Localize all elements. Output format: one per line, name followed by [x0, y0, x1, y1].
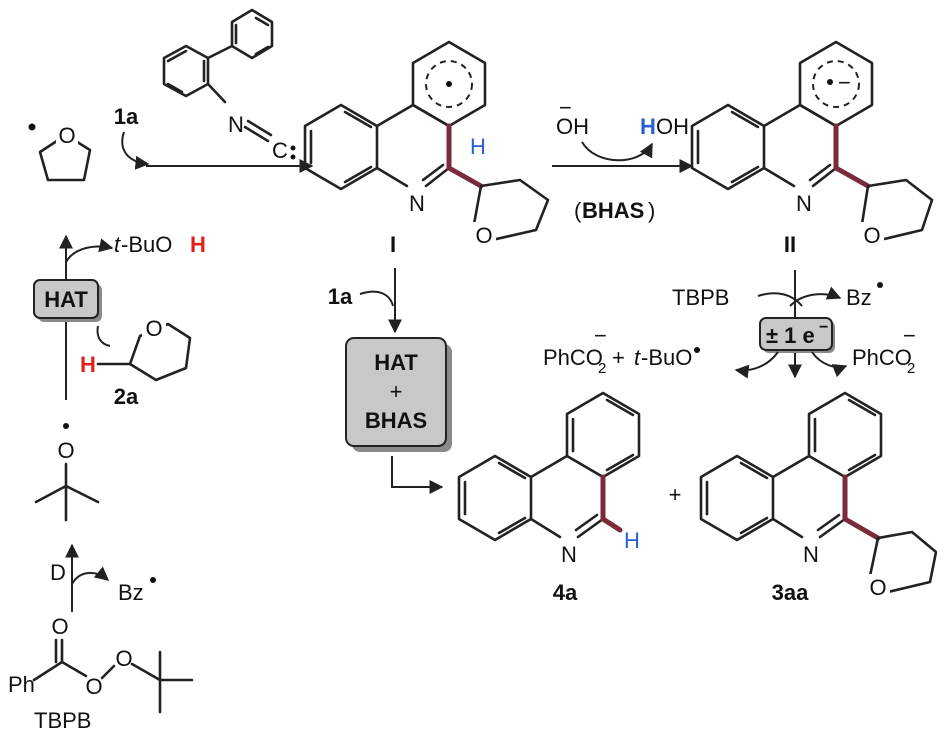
intermediate-I-hydrogen: H [470, 134, 486, 159]
bhas-label: BHAS [582, 198, 644, 223]
tbuo-radical-structure: O [34, 423, 100, 522]
product-3aa-structure: N O [699, 391, 937, 600]
product-4a-hydrogen: H [624, 528, 640, 553]
hat-left-box [33, 279, 99, 319]
tbuo-rest: -BuO [641, 345, 692, 370]
tbuoh-prefix: t [114, 232, 121, 257]
intermediate-I-structure: N H O [303, 40, 550, 248]
label-1a-mid: 1a [328, 284, 353, 309]
water-H: H [640, 114, 656, 139]
tbpb-phenyl: Ph [8, 672, 35, 697]
thf-2a-hydrogen: H [80, 352, 96, 377]
intermediate-II-structure: N − O [690, 40, 934, 248]
thf-oxygen: O [58, 123, 75, 148]
products-plus: + [669, 482, 682, 507]
phco2-right-charge: − [903, 323, 916, 348]
thf-radical-structure: O [28, 123, 92, 182]
isocyanide-1a-structure: N C [162, 8, 296, 163]
isocyanide-carbon: C [272, 138, 288, 163]
bhas-paren-open: ( [574, 198, 582, 223]
product-4a-nitrogen: N [561, 542, 577, 567]
benzoyl-radical-right: Bz [846, 285, 872, 310]
label-2a: 2a [114, 384, 139, 409]
decomposition-D: D [50, 560, 66, 585]
hat-left-label: HAT [44, 287, 88, 312]
tbpb-structure: Ph O O O [8, 614, 194, 714]
tbuo-oxygen: O [57, 438, 74, 463]
tbuo-prefix: t [634, 345, 641, 370]
thf-2a-oxygen: O [145, 316, 162, 341]
hat-bhas-box [345, 337, 447, 447]
product-3aa-nitrogen: N [803, 542, 819, 567]
label-4a: 4a [553, 580, 578, 605]
bhas-paren-close: ) [648, 198, 655, 223]
phco2-right-sub: 2 [907, 360, 915, 377]
hat-bhas-hat: HAT [374, 350, 418, 375]
product-3aa-oxygen: O [869, 575, 886, 600]
electron-transfer-label: ± 1 e [766, 323, 815, 348]
label-1a-top: 1a [114, 104, 139, 129]
tbpb-peroxo-oxygen-1: O [85, 674, 102, 699]
tbpb-peroxo-oxygen-2: O [115, 646, 132, 671]
phco2-left-sub: 2 [598, 360, 606, 377]
radical-anion-charge: − [838, 70, 851, 95]
electron-transfer-box [759, 317, 833, 351]
hat-bhas-bhas: BHAS [365, 408, 427, 433]
label-intermediate-II: II [784, 232, 796, 257]
hydroxide-charge: − [559, 95, 572, 120]
intermediate-I-nitrogen: N [409, 191, 425, 216]
product-4a-structure: N H [457, 391, 641, 567]
label-3aa: 3aa [772, 580, 809, 605]
tbuoh-hydrogen: H [190, 232, 206, 257]
benzoyl-radical-left: Bz [118, 580, 144, 605]
hat-bhas-plus: + [390, 379, 403, 404]
phco2-left-charge: − [594, 323, 607, 348]
radical-dot [28, 123, 36, 131]
tbuoh-mid: -BuO [121, 232, 172, 257]
tbpb-carbonyl-oxygen: O [51, 614, 68, 639]
intermediate-II-oxygen: O [863, 223, 880, 248]
tbpb-label: TBPB [34, 708, 91, 733]
tbpb-set-label: TBPB [672, 285, 729, 310]
plus-sign: + [612, 345, 625, 370]
phco2-left: PhCO [543, 345, 603, 370]
thf-2a-structure: H O [80, 316, 192, 382]
hydroxide-OH: OH [556, 114, 589, 139]
intermediate-II-nitrogen: N [796, 191, 812, 216]
water-OH: OH [656, 114, 689, 139]
electron-charge: − [819, 319, 828, 336]
intermediate-I-oxygen: O [475, 223, 492, 248]
isocyanide-nitrogen: N [228, 112, 244, 137]
phco2-right: PhCO [852, 345, 912, 370]
label-intermediate-I: I [390, 232, 396, 257]
